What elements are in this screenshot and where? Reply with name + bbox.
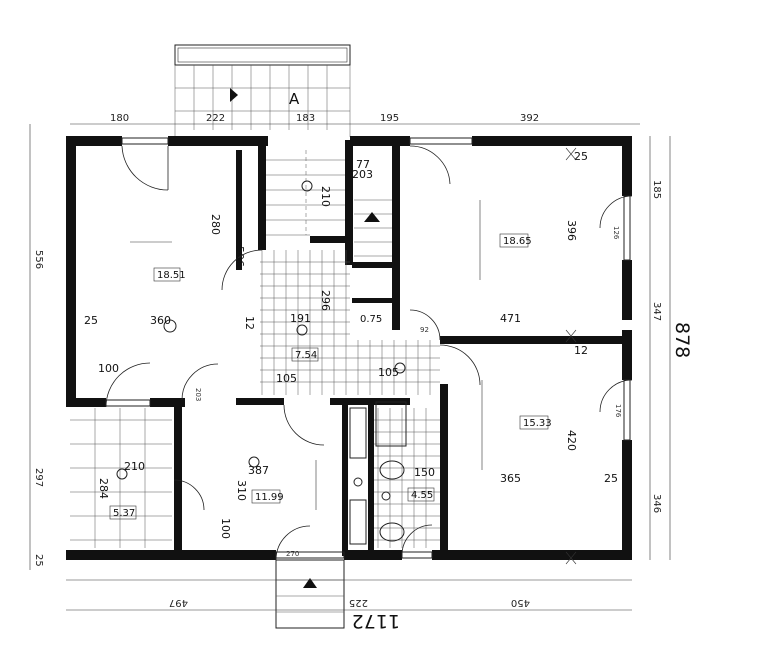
room-dim: 280 [209, 214, 222, 235]
top-entrance-stairs: A [174, 44, 351, 137]
room-dim: 191 [290, 312, 311, 325]
area-kitchen: 11.99 [255, 492, 284, 503]
area-bedroom-1: 18.65 [503, 236, 532, 247]
bottom-dim-1: 497 [169, 597, 188, 608]
room-dim: 25 [604, 472, 618, 485]
room-dim: 25 [574, 150, 588, 163]
left-dimensions: 556 297 25 [29, 124, 44, 570]
area-living: 18.51 [157, 270, 186, 281]
interior-stair [266, 150, 392, 257]
door-dim: 126 [612, 226, 620, 240]
right-dim-1: 185 [651, 180, 662, 199]
top-dimensions: 180 222 183 195 392 [70, 113, 640, 125]
room-dim: 310 [235, 480, 248, 501]
room-dim: 471 [500, 312, 521, 325]
room-dim: 365 [500, 472, 521, 485]
stair-arrow-icon [303, 578, 317, 588]
top-dim-5: 392 [520, 113, 539, 124]
cabinet-icon [349, 407, 367, 459]
room-dim: 387 [248, 464, 269, 477]
stair-arrow-icon [230, 88, 238, 102]
room-dim: 396 [565, 220, 578, 241]
top-dim-4: 195 [380, 113, 399, 124]
right-dim-3: 346 [651, 494, 662, 513]
room-dim: 25 [84, 314, 98, 327]
cabinet-icon [349, 499, 367, 545]
windows [105, 137, 631, 559]
door-swings [105, 145, 633, 561]
left-dim-3: 25 [33, 554, 44, 567]
area-closet: 0.75 [360, 314, 382, 325]
room-dim: 210 [319, 186, 332, 207]
area-entrance: 5.37 [113, 508, 135, 519]
right-dim-2: 347 [651, 302, 662, 321]
room-dim: 12 [574, 344, 588, 357]
room-dimensions: 360 506 280 25 100 191 296 105 12 210 77… [84, 150, 622, 558]
tiled-floors [70, 250, 440, 548]
top-dim-3: 183 [296, 113, 315, 124]
light-points [116, 319, 406, 480]
top-dim-1: 180 [110, 113, 129, 124]
top-dim-2: 222 [206, 113, 225, 124]
door-dim: 92 [420, 326, 429, 334]
walls [66, 136, 632, 560]
room-areas: 18.51 7.54 18.65 11.99 5.37 15.33 4.55 0… [109, 233, 552, 520]
area-hall: 7.54 [295, 350, 317, 361]
area-bath: 4.55 [411, 490, 433, 501]
overall-width: 1172 [352, 610, 400, 632]
left-dim-2: 297 [33, 468, 44, 487]
ceiling-light-icon [301, 180, 313, 192]
room-dim: 105 [378, 366, 399, 379]
room-dim: 360 [150, 314, 171, 327]
stair-up-arrow-icon [364, 212, 380, 222]
grid-markers [565, 147, 577, 565]
bathtub-icon [375, 401, 407, 447]
bathroom-fixtures [349, 401, 407, 545]
room-dim: 77 [356, 158, 370, 171]
room-dim: 203 [352, 168, 373, 181]
room-dim: 284 [97, 478, 110, 499]
room-dim: 420 [565, 430, 578, 451]
sink-icon [379, 522, 405, 542]
span-arrows [130, 200, 483, 510]
bottom-dimensions: 497 225 450 1172 [66, 579, 632, 632]
bottom-entrance-stairs [275, 559, 345, 629]
room-dim: 210 [124, 460, 145, 473]
overall-height: 878 [671, 322, 693, 358]
bottom-dim-3: 450 [511, 597, 530, 608]
toilet-icon [379, 460, 405, 480]
left-dim-1: 556 [33, 250, 44, 269]
right-dimensions: 185 347 346 878 [649, 136, 693, 560]
room-dim: 100 [98, 362, 119, 375]
door-dim: 203 [194, 388, 202, 401]
door-dim: 270 [286, 550, 299, 558]
room-dim: 105 [276, 372, 297, 385]
door-dim: 176 [614, 404, 622, 418]
room-dim: 12 [243, 316, 256, 330]
room-dim: 150 [414, 466, 435, 479]
bottom-dim-2: 225 [349, 597, 368, 608]
room-dim: 506 [233, 246, 246, 267]
room-dim: 296 [319, 290, 332, 311]
area-bedroom-2: 15.33 [523, 418, 552, 429]
room-dim: 100 [219, 518, 232, 539]
section-marker: A [289, 90, 300, 108]
